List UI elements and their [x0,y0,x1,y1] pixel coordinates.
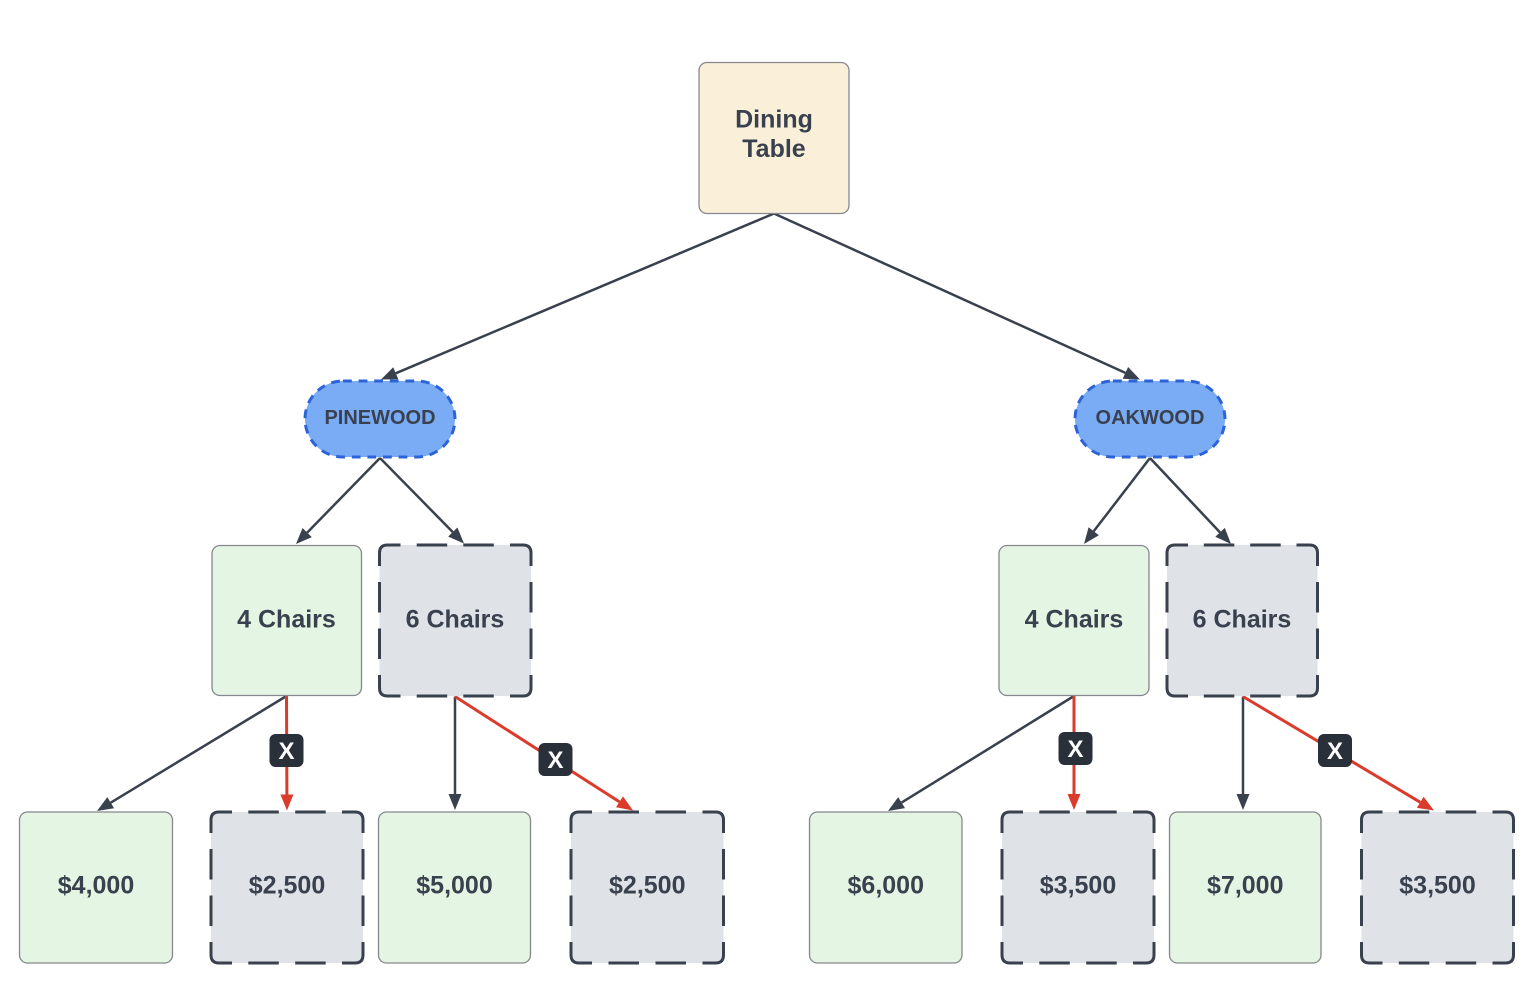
svg-text:4 Chairs: 4 Chairs [1025,606,1124,634]
svg-text:$4,000: $4,000 [58,872,134,900]
svg-text:$2,500: $2,500 [249,872,325,900]
svg-text:$5,000: $5,000 [416,872,492,900]
svg-text:X: X [1327,738,1343,765]
svg-text:X: X [547,747,563,774]
svg-text:Table: Table [742,135,806,163]
svg-text:6 Chairs: 6 Chairs [1193,606,1292,634]
svg-text:X: X [1067,736,1083,763]
svg-text:$2,500: $2,500 [609,872,685,900]
svg-text:PINEWOOD: PINEWOOD [324,407,435,429]
svg-text:Dining: Dining [735,106,813,134]
svg-text:$3,500: $3,500 [1040,872,1116,900]
svg-text:$3,500: $3,500 [1399,872,1475,900]
svg-text:OAKWOOD: OAKWOOD [1096,407,1205,429]
svg-text:X: X [278,738,294,765]
svg-text:6 Chairs: 6 Chairs [406,606,505,634]
svg-text:$6,000: $6,000 [848,872,924,900]
svg-text:$7,000: $7,000 [1207,872,1283,900]
svg-text:4 Chairs: 4 Chairs [237,606,336,634]
